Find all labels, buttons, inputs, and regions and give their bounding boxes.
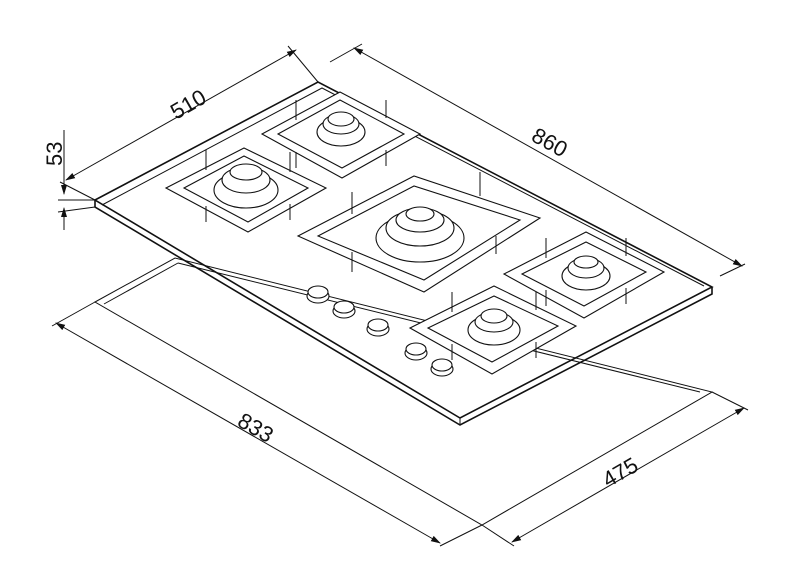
burner-rear-middle <box>260 91 422 179</box>
dimension-thickness: 53 <box>42 130 96 230</box>
control-knobs <box>306 285 454 377</box>
burner-center-wok <box>296 172 542 293</box>
depth-label: 510 <box>166 84 210 124</box>
knob-1 <box>306 285 330 304</box>
dimension-cutout-width: 833 <box>51 301 483 547</box>
burner-right <box>502 231 666 319</box>
cutout-width-label: 833 <box>234 408 278 448</box>
knob-4 <box>404 342 428 361</box>
burner-left <box>164 147 328 233</box>
knob-5 <box>430 358 454 377</box>
width-label: 860 <box>528 123 572 163</box>
thickness-label: 53 <box>42 142 67 166</box>
burner-front <box>408 285 578 375</box>
knob-2 <box>332 300 356 319</box>
cutout-depth-label: 475 <box>598 452 642 492</box>
knob-3 <box>366 318 390 337</box>
dimension-cutout-depth: 475 <box>481 391 749 547</box>
